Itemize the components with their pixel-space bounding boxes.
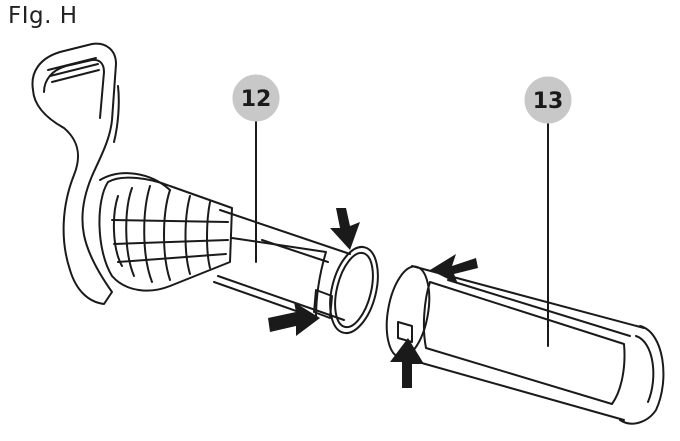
arrow-right-12 — [268, 302, 320, 336]
handle-unit — [31, 42, 171, 305]
arrow-left-13 — [430, 254, 478, 284]
tube-13 — [385, 265, 665, 425]
fan-housing — [98, 176, 233, 292]
callout-12: 12 — [232, 74, 280, 122]
callout-12-number: 12 — [241, 87, 272, 112]
arrow-down-12 — [330, 208, 360, 250]
callout-13-circle — [524, 76, 572, 124]
arrow-up-13 — [390, 338, 424, 388]
callout-12-circle — [232, 74, 280, 122]
callout-13: 13 — [524, 76, 572, 124]
callout-13-number: 13 — [533, 89, 564, 114]
figure-label: FIg. H — [8, 3, 78, 29]
